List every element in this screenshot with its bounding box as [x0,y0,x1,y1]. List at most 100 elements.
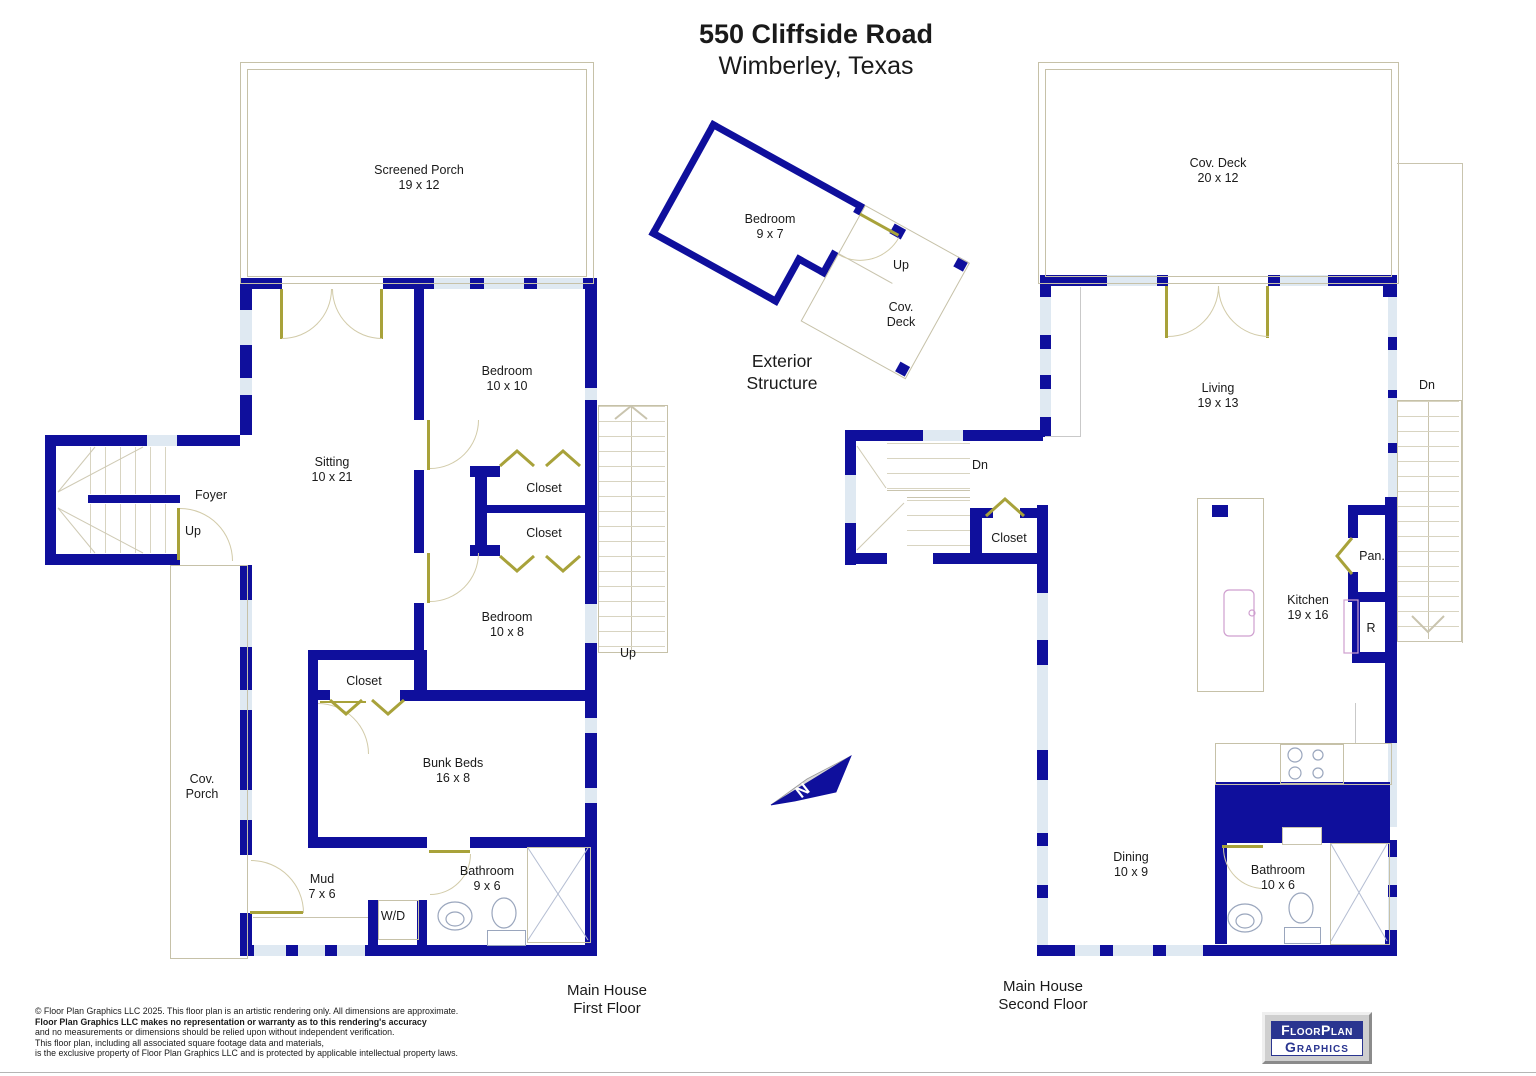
stairs [599,406,665,650]
room-label-closet-c: Closet [346,674,382,688]
window-strip [585,604,597,643]
door-leaf [1165,286,1168,338]
wall-segment [585,278,597,388]
wall-segment [368,900,378,946]
logo-line-2: Graphics [1272,1038,1362,1055]
wall-segment [845,523,856,565]
plan-title: 550 Cliffside Road Wimberley, Texas [699,18,933,81]
floorplan-graphics-logo: FloorPlan Graphics [1262,1012,1372,1064]
wall-segment [1385,497,1397,743]
footer-line: Floor Plan Graphics LLC makes no represe… [35,1016,427,1027]
north-compass-icon: N [770,755,852,806]
wall-segment [585,643,597,718]
thin-line [887,490,970,491]
interior-line [1045,436,1080,437]
wall-segment [470,837,597,848]
stairs [887,443,970,490]
wall-segment [970,508,993,518]
wall-segment [1037,885,1048,898]
window-strip [1040,349,1051,375]
room-label-closet-a: Closet [526,481,562,495]
door-swing [1168,286,1219,337]
wall-segment [475,505,597,513]
window-strip [1075,945,1203,956]
door-swing [430,420,479,469]
room-label-refrigerator: R [1366,621,1376,635]
wall-segment [845,553,887,564]
stairs [907,500,970,553]
wall-segment [770,254,804,306]
toilet-tank [487,930,526,946]
wall-segment [400,690,597,701]
footer-line: and no measurements or dimensions should… [35,1027,395,1038]
door-leaf [427,420,430,470]
wall-segment [708,120,866,211]
wall-segment [177,435,240,446]
wall-segment [475,466,487,556]
thin-line [907,497,970,498]
wall-segment [1383,275,1397,297]
outline [1038,62,1399,284]
room-label-cov-porch: Cov.Porch [185,772,219,801]
wall-segment [845,430,923,441]
outline [1280,744,1344,784]
door-leaf [429,850,470,853]
door-swing [251,860,304,913]
room-label-closet-b: Closet [526,526,562,540]
outline [247,69,587,277]
copyright-disclaimer: © Floor Plan Graphics LLC 2025. This flo… [35,1006,458,1059]
wall-segment [88,495,180,503]
label-stairs-dn-interior: Dn [972,458,988,472]
wall-segment [286,945,298,956]
wall-segment [240,647,252,690]
window-strip [240,378,252,395]
room-label-foyer: Foyer [195,488,227,502]
wall-segment [1037,833,1048,846]
wall-segment [1348,572,1358,600]
logo-inner: FloorPlan Graphics [1271,1020,1363,1056]
room-label-closet-f2: Closet [991,531,1027,545]
label-stairs-dn-exterior: Dn [1419,378,1435,392]
wall-segment [585,545,597,556]
outline [378,900,419,940]
wall-segment [1157,275,1168,286]
window-strip [1388,743,1397,827]
wall-segment [45,554,180,565]
wall-notch [1282,827,1322,845]
window-strip [1037,898,1048,945]
wall-segment [417,650,427,700]
label-foyer-stairs-up: Up [185,524,201,538]
wall-segment [1040,275,1051,297]
thin-line [1462,163,1463,643]
stairs [1398,401,1459,639]
interior-line [1080,287,1081,437]
wall-segment [308,690,330,700]
wall-segment [1153,945,1166,956]
wall-segment [585,733,597,788]
toilet-icon [1288,892,1314,924]
window-strip [1037,593,1048,640]
stairs [90,504,180,553]
outline [240,62,594,284]
toilet-icon [491,897,517,929]
window-strip [240,310,252,345]
label-ext-up: Up [893,258,909,272]
door-leaf [427,553,430,603]
wall-segment [1352,602,1360,655]
label-stairs-up-f1: Up [620,646,636,660]
door-swing [332,289,382,339]
wall-segment [308,650,427,660]
room-label-pantry: Pan. [1359,549,1385,563]
wall-segment [1040,417,1051,437]
wall-segment [417,900,427,946]
wall-segment [308,650,318,848]
wall-segment [414,289,424,420]
outline [527,847,591,943]
wall-segment [240,395,252,435]
footer-line: © Floor Plan Graphics LLC 2025. This flo… [35,1006,459,1016]
wall-segment [970,508,982,558]
